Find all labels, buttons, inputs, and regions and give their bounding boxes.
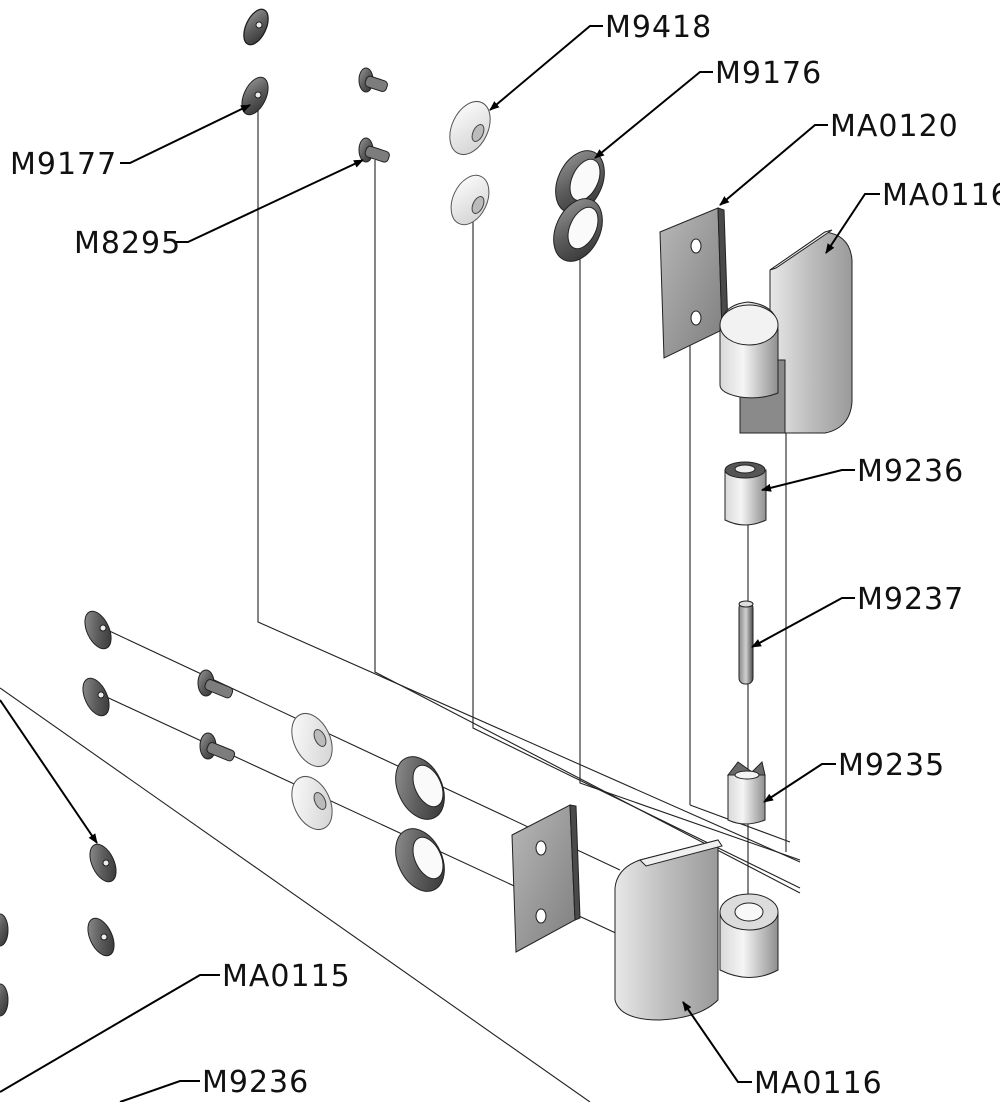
plate-ma0120-top [659, 207, 729, 359]
label-m9235: M9235 [838, 748, 945, 783]
part-edge-left-b [0, 983, 9, 1017]
label-m9177: M9177 [10, 147, 117, 182]
washer-lower-left-b [87, 917, 115, 957]
washer-lower-left-a [89, 843, 117, 883]
bushing-m9235 [726, 761, 766, 825]
screw-m8295-lower-a [197, 669, 234, 699]
screw-m8295-top [358, 67, 388, 93]
washer-m9177-lower-a [84, 610, 112, 650]
washer-m9418-top [449, 101, 491, 155]
hinge-ma0116-bottom [614, 839, 779, 1021]
bushing-m9176-top [555, 150, 605, 214]
part-edge-left-a [0, 913, 9, 947]
washer-m9177 [241, 76, 269, 116]
callout-labels: M9418 M9176 MA0120 MA0116 M9177 M8295 M9… [10, 10, 1000, 1101]
pin-m9237 [738, 600, 754, 685]
washer-m9418-lower-b [291, 776, 333, 830]
bushing-m9176-lower-a [395, 756, 445, 820]
hinge-ma0116-top [719, 229, 853, 434]
label-m9176: M9176 [715, 56, 822, 91]
washer-m9177-lower-b [82, 677, 110, 717]
label-m9237: M9237 [857, 582, 964, 617]
label-ma0116-bottom: MA0116 [754, 1066, 883, 1101]
screw-m8295 [358, 137, 390, 163]
label-ma0116-top: MA0116 [882, 178, 1000, 213]
screw-m8295-lower-b [199, 732, 236, 762]
label-m9236-bottom: M9236 [202, 1065, 309, 1100]
bushing-m9176 [553, 198, 603, 262]
leader-lines [0, 25, 880, 1102]
bushing-m9236-top [724, 461, 767, 526]
washer-m9418 [450, 174, 490, 226]
washer-m9177-top [243, 8, 269, 46]
label-ma0115: MA0115 [222, 959, 351, 994]
label-m8295: M8295 [74, 226, 181, 261]
washer-m9418-lower-a [291, 713, 333, 767]
label-ma0120: MA0120 [830, 109, 959, 144]
bushing-m9176-lower-b [395, 828, 445, 892]
plate-ma0120-bottom [511, 804, 581, 953]
label-m9418: M9418 [605, 10, 712, 45]
label-m9236-top: M9236 [857, 454, 964, 489]
